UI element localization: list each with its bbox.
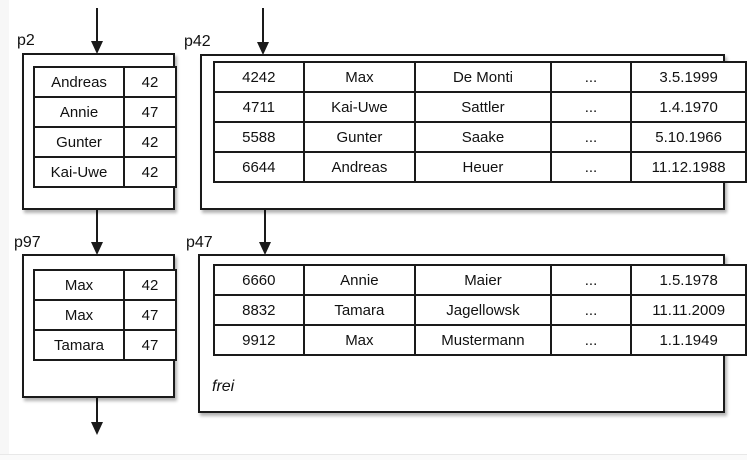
- slide-left-margin: [0, 0, 9, 460]
- cell: Gunter: [302, 121, 417, 153]
- cell: Mustermann: [414, 324, 552, 356]
- cell: Max: [33, 269, 125, 301]
- cell: Max: [302, 61, 417, 93]
- cell: ...: [549, 121, 633, 153]
- cell: 47: [123, 96, 177, 128]
- table-row: 8832 Tamara Jagellowsk ... 11.11.2009: [213, 294, 747, 326]
- table-row: Andreas 42: [33, 66, 177, 98]
- arrow-shaft: [96, 210, 98, 242]
- cell: 42: [123, 269, 177, 301]
- cell: ...: [549, 151, 633, 183]
- page-label-p97: p97: [14, 234, 41, 251]
- table-row: Gunter 42: [33, 126, 177, 158]
- cell: 1.1.1949: [630, 324, 747, 356]
- table-row: 4242 Max De Monti ... 3.5.1999: [213, 61, 747, 93]
- page-label-p2: p2: [17, 32, 35, 49]
- cell: 5.10.1966: [630, 121, 747, 153]
- arrow-head: [91, 242, 103, 255]
- cell: 9912: [213, 324, 305, 356]
- cell: 11.11.2009: [630, 294, 747, 326]
- table-row: 6644 Andreas Heuer ... 11.12.1988: [213, 151, 747, 183]
- cell: Annie: [302, 264, 417, 296]
- arrow-head: [91, 422, 103, 435]
- cell: ...: [549, 264, 633, 296]
- table-row: Max 47: [33, 299, 177, 331]
- table-row: 9912 Max Mustermann ... 1.1.1949: [213, 324, 747, 356]
- cell: Annie: [33, 96, 125, 128]
- cell: 3.5.1999: [630, 61, 747, 93]
- cell: Jagellowsk: [414, 294, 552, 326]
- arrow-shaft: [262, 8, 264, 42]
- cell: 4242: [213, 61, 305, 93]
- slide-bottom-rule: [0, 454, 747, 460]
- cell: ...: [549, 324, 633, 356]
- table-row: Max 42: [33, 269, 177, 301]
- cell: 5588: [213, 121, 305, 153]
- table-row: Annie 47: [33, 96, 177, 128]
- cell: Heuer: [414, 151, 552, 183]
- arrow-head: [257, 42, 269, 55]
- cell: Maier: [414, 264, 552, 296]
- cell: Andreas: [33, 66, 125, 98]
- cell: 42: [123, 126, 177, 158]
- table-row: Tamara 47: [33, 329, 177, 361]
- cell: Kai-Uwe: [302, 91, 417, 123]
- page-p47-table: 6660 Annie Maier ... 1.5.1978 8832 Tamar…: [213, 264, 747, 356]
- cell: 8832: [213, 294, 305, 326]
- page-label-p42: p42: [184, 33, 211, 50]
- cell: 42: [123, 156, 177, 188]
- cell: Kai-Uwe: [33, 156, 125, 188]
- page-p97-table: Max 42 Max 47 Tamara 47: [33, 269, 177, 361]
- cell: 11.12.1988: [630, 151, 747, 183]
- cell: 47: [123, 329, 177, 361]
- cell: Andreas: [302, 151, 417, 183]
- cell: Sattler: [414, 91, 552, 123]
- arrow-head: [259, 242, 271, 255]
- cell: Gunter: [33, 126, 125, 158]
- page-p42-table: 4242 Max De Monti ... 3.5.1999 4711 Kai-…: [213, 61, 747, 183]
- cell: 1.5.1978: [630, 264, 747, 296]
- arrow-shaft: [96, 398, 98, 422]
- arrow-shaft: [96, 8, 98, 41]
- page-p2-table: Andreas 42 Annie 47 Gunter 42 Kai-Uwe 42: [33, 66, 177, 188]
- arrow-shaft: [264, 210, 266, 242]
- cell: De Monti: [414, 61, 552, 93]
- cell: Saake: [414, 121, 552, 153]
- cell: 42: [123, 66, 177, 98]
- arrow-head: [91, 41, 103, 54]
- cell: 6660: [213, 264, 305, 296]
- cell: Tamara: [302, 294, 417, 326]
- table-row: 5588 Gunter Saake ... 5.10.1966: [213, 121, 747, 153]
- cell: 1.4.1970: [630, 91, 747, 123]
- page-label-p47: p47: [186, 234, 213, 251]
- cell: 6644: [213, 151, 305, 183]
- table-row: 6660 Annie Maier ... 1.5.1978: [213, 264, 747, 296]
- cell: ...: [549, 294, 633, 326]
- table-row: Kai-Uwe 42: [33, 156, 177, 188]
- cell: ...: [549, 61, 633, 93]
- cell: Max: [302, 324, 417, 356]
- cell: Max: [33, 299, 125, 331]
- cell: 4711: [213, 91, 305, 123]
- table-row: 4711 Kai-Uwe Sattler ... 1.4.1970: [213, 91, 747, 123]
- free-space-label: frei: [212, 378, 235, 395]
- cell: Tamara: [33, 329, 125, 361]
- cell: ...: [549, 91, 633, 123]
- cell: 47: [123, 299, 177, 331]
